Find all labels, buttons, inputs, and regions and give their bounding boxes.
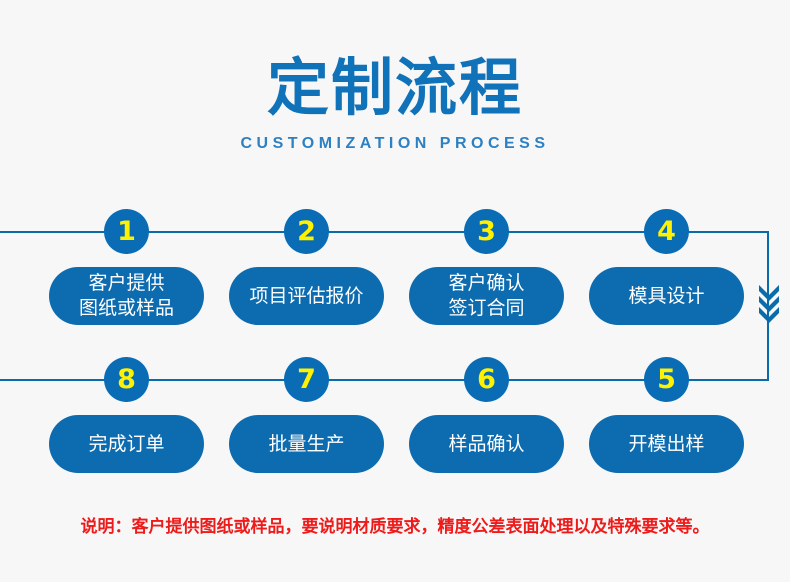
step-number-1: 1 [104,209,149,254]
step-label-4: 模具设计 [628,284,705,307]
step-label-6: 样品确认 [448,432,525,455]
step-number-5: 5 [644,357,689,402]
connector-line-bottom [0,379,769,381]
connector-line-top [0,231,769,233]
step-label-7: 批量生产 [268,432,345,455]
step-box-8[interactable]: 完成订单 [49,415,204,473]
step-box-7[interactable]: 批量生产 [229,415,384,473]
footer-note: 说明：客户提供图纸或样品，要说明材质要求，精度公差表面处理以及特殊要求等。 [80,517,710,537]
step-number-4: 4 [644,209,689,254]
page-subtitle: CUSTOMIZATION PROCESS [240,135,550,152]
page-header: 定制流程 CUSTOMIZATION PROCESS [0,52,790,154]
step-box-1[interactable]: 客户提供 图纸或样品 [49,267,204,325]
step-box-4[interactable]: 模具设计 [589,267,744,325]
step-number-8: 8 [104,357,149,402]
step-box-2[interactable]: 项目评估报价 [229,267,384,325]
step-number-7: 7 [284,357,329,402]
step-number-6: 6 [464,357,509,402]
step-box-3[interactable]: 客户确认 签订合同 [409,267,564,325]
step-number-2: 2 [284,209,329,254]
step-box-6[interactable]: 样品确认 [409,415,564,473]
step-box-5[interactable]: 开模出样 [589,415,744,473]
step-number-3: 3 [464,209,509,254]
triple-chevron-down-icon [755,283,783,328]
step-label-5: 开模出样 [628,432,705,455]
step-label-1: 客户提供 图纸或样品 [78,272,174,319]
step-label-2: 项目评估报价 [249,284,364,307]
step-label-3: 客户确认 签订合同 [448,272,525,319]
step-label-8: 完成订单 [88,432,165,455]
page-title: 定制流程 [266,51,523,124]
